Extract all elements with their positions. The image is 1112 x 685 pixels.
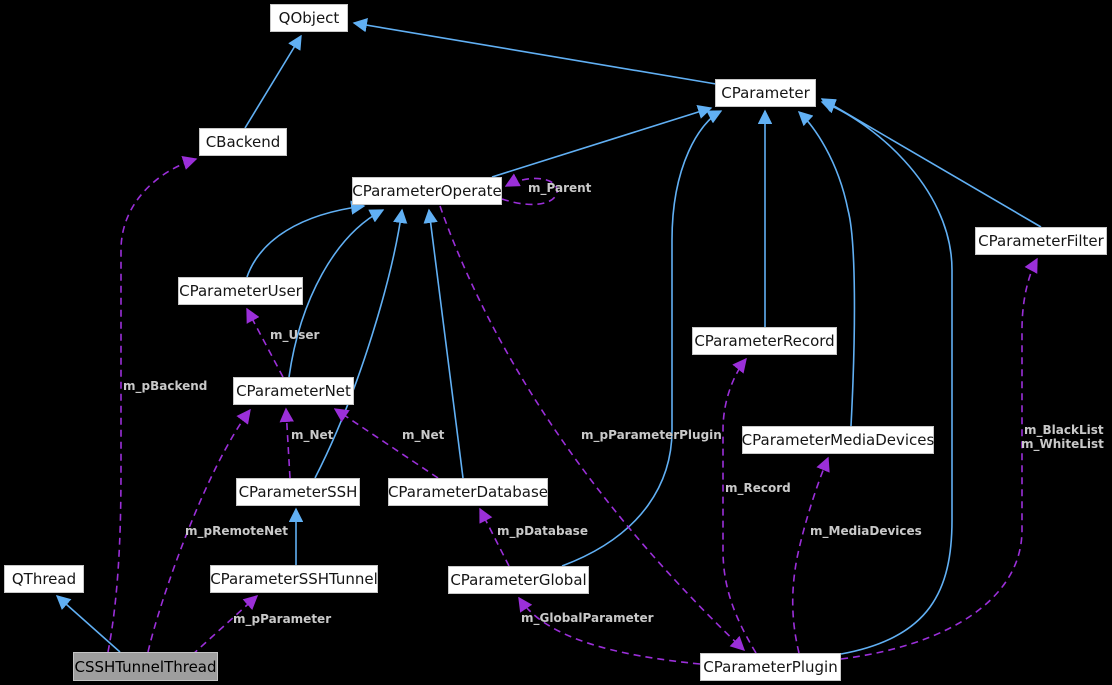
edge-csshtunnelthread-qthread [55,595,121,653]
edge-cparameterplugin-cparameter [820,99,953,655]
edge-cparameterdatabase-cparameteroperate [423,208,464,479]
edge-m-pdatabase [479,507,510,567]
edge-m-pparameterplugin [439,205,746,651]
node-cparameterglobal[interactable]: CParameterGlobal [448,566,589,594]
edge-m-pbackend [107,156,198,653]
edge-cparametermediadevices-cparameter [797,111,856,427]
node-qthread[interactable]: QThread [4,565,84,593]
edge-label-m-parent: m_Parent [528,181,592,195]
edge-label-m-whitelist: m_WhiteList [1021,437,1104,451]
edge-m-net-database [333,408,439,479]
node-cparameteruser[interactable]: CParameterUser [178,277,303,305]
edge-m-parent-loop [501,173,558,206]
edge-cparameteroperate-cparameter [491,105,713,178]
edge-cparameterglobal-cparameter [561,110,723,567]
edge-label-m-mediadevices: m_MediaDevices [810,524,922,538]
edge-label-m-pparameterplugin: m_pParameterPlugin [581,428,722,442]
edge-label-m-pparameter: m_pParameter [233,612,332,626]
node-cparameternet[interactable]: CParameterNet [233,377,354,405]
edge-label-m-net-database: m_Net [402,428,445,442]
node-cparametersshtunnel[interactable]: CParameterSSHTunnel [210,565,378,593]
node-cparameterdatabase[interactable]: CParameterDatabase [388,478,548,506]
node-cbackend[interactable]: CBackend [199,128,287,156]
edge-label-m-blacklist: m_BlackList [1024,423,1104,437]
edge-label-m-pbackend: m_pBackend [123,379,208,393]
node-csshtunnelthread: CSSHTunnelThread [73,652,218,681]
edge-m-user [246,307,284,378]
edge-cparameternet-cparameteroperate [288,209,385,378]
edge-cparameterssh-cparameteroperate [314,208,408,479]
edge-label-m-net-ssh: m_Net [291,428,334,442]
edge-m-blacklist-whitelist [840,257,1038,660]
edge-cbackend-qobject [244,34,302,129]
edge-cparameter-qobject [352,18,717,85]
edge-label-m-premotenet: m_pRemoteNet [185,524,289,538]
edge-m-pparameter [191,595,259,656]
node-cparameterfilter[interactable]: CParameterFilter [975,227,1107,255]
edge-label-m-record: m_Record [725,481,791,495]
node-cparameter[interactable]: CParameter [715,79,816,107]
node-cparameterplugin[interactable]: CParameterPlugin [700,653,841,681]
node-qobject[interactable]: QObject [270,4,348,32]
edge-label-m-pdatabase: m_pDatabase [497,524,588,538]
edge-label-m-user: m_User [270,328,320,342]
edge-label-m-globalparameter: m_GlobalParameter [521,611,654,625]
node-cparameteroperate[interactable]: CParameterOperate [352,177,502,205]
edge-m-net-ssh [279,407,294,479]
edge-m-mediadevices [791,456,830,654]
edge-m-record [722,357,757,654]
node-cparameterrecord[interactable]: CParameterRecord [692,327,837,355]
edge-m-premotenet [147,408,251,653]
node-cparameterssh[interactable]: CParameterSSH [236,478,360,506]
node-cparametermediadevices[interactable]: CParameterMediaDevices [742,426,934,454]
edge-cparameteruser-cparameteroperate [246,200,366,278]
edge-m-globalparameter [518,596,701,665]
